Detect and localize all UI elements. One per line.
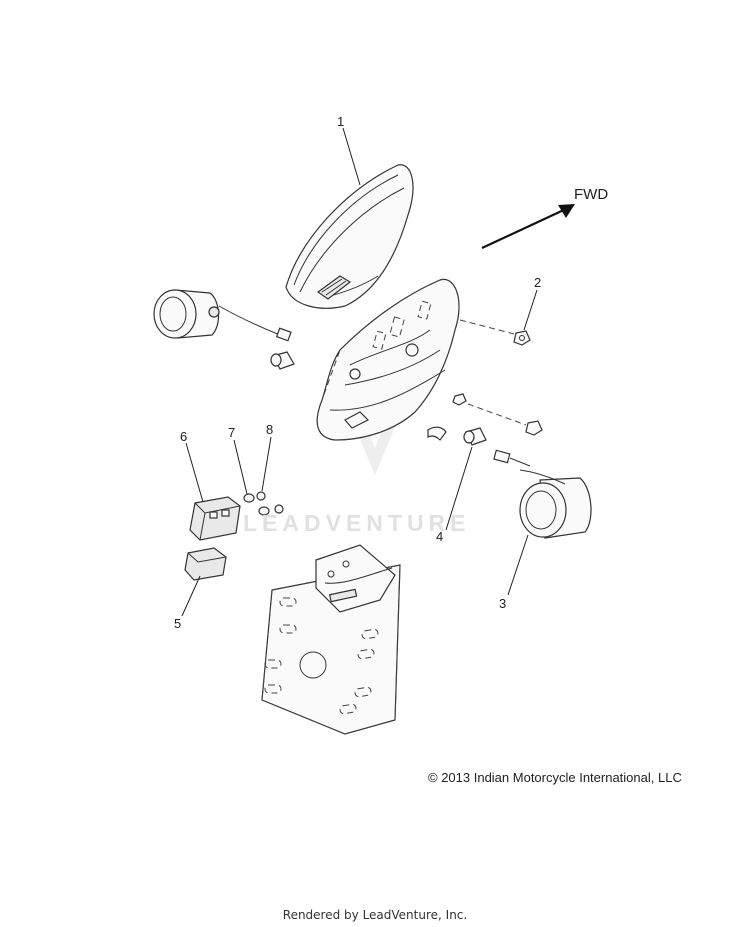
license-plate-bracket[interactable]	[261, 544, 401, 735]
callout-4[interactable]: 4	[436, 529, 443, 544]
turn-signal-left[interactable]	[153, 289, 292, 342]
fwd-label: FWD	[574, 186, 608, 203]
turn-signal-right[interactable]	[493, 449, 592, 539]
callout-7[interactable]: 7	[228, 425, 235, 440]
callout-8[interactable]: 8	[266, 422, 273, 437]
copyright-notice: © 2013 Indian Motorcycle International, …	[428, 770, 682, 785]
forward-direction-indicator: FWD	[481, 186, 608, 249]
grommet-right[interactable]	[463, 427, 487, 446]
callout-2[interactable]: 2	[534, 275, 541, 290]
dashed-leader-nut-upper	[459, 319, 515, 335]
dashed-leader-nut-lower	[467, 403, 527, 426]
callout-5[interactable]: 5	[174, 616, 181, 631]
watermark-text: LEADVENTURE	[243, 510, 471, 536]
nut-upper[interactable]	[513, 330, 531, 346]
license-lamp-lens[interactable]	[184, 547, 227, 581]
callout-leaders	[181, 127, 538, 617]
rendered-by-footer: Rendered by LeadVenture, Inc.	[282, 908, 468, 922]
tail-lamp-lens[interactable]	[285, 164, 414, 309]
callout-3[interactable]: 3	[499, 596, 506, 611]
lamp-nut[interactable]	[256, 491, 284, 514]
fender-mount-bracket[interactable]	[316, 278, 460, 441]
grommet-left[interactable]	[270, 351, 295, 370]
callout-6[interactable]: 6	[180, 429, 187, 444]
washer[interactable]	[243, 493, 270, 516]
callout-1[interactable]: 1	[337, 114, 344, 129]
nut-lower[interactable]	[525, 420, 543, 436]
license-lamp-housing[interactable]	[189, 496, 241, 541]
nut-middle[interactable]	[452, 393, 467, 406]
